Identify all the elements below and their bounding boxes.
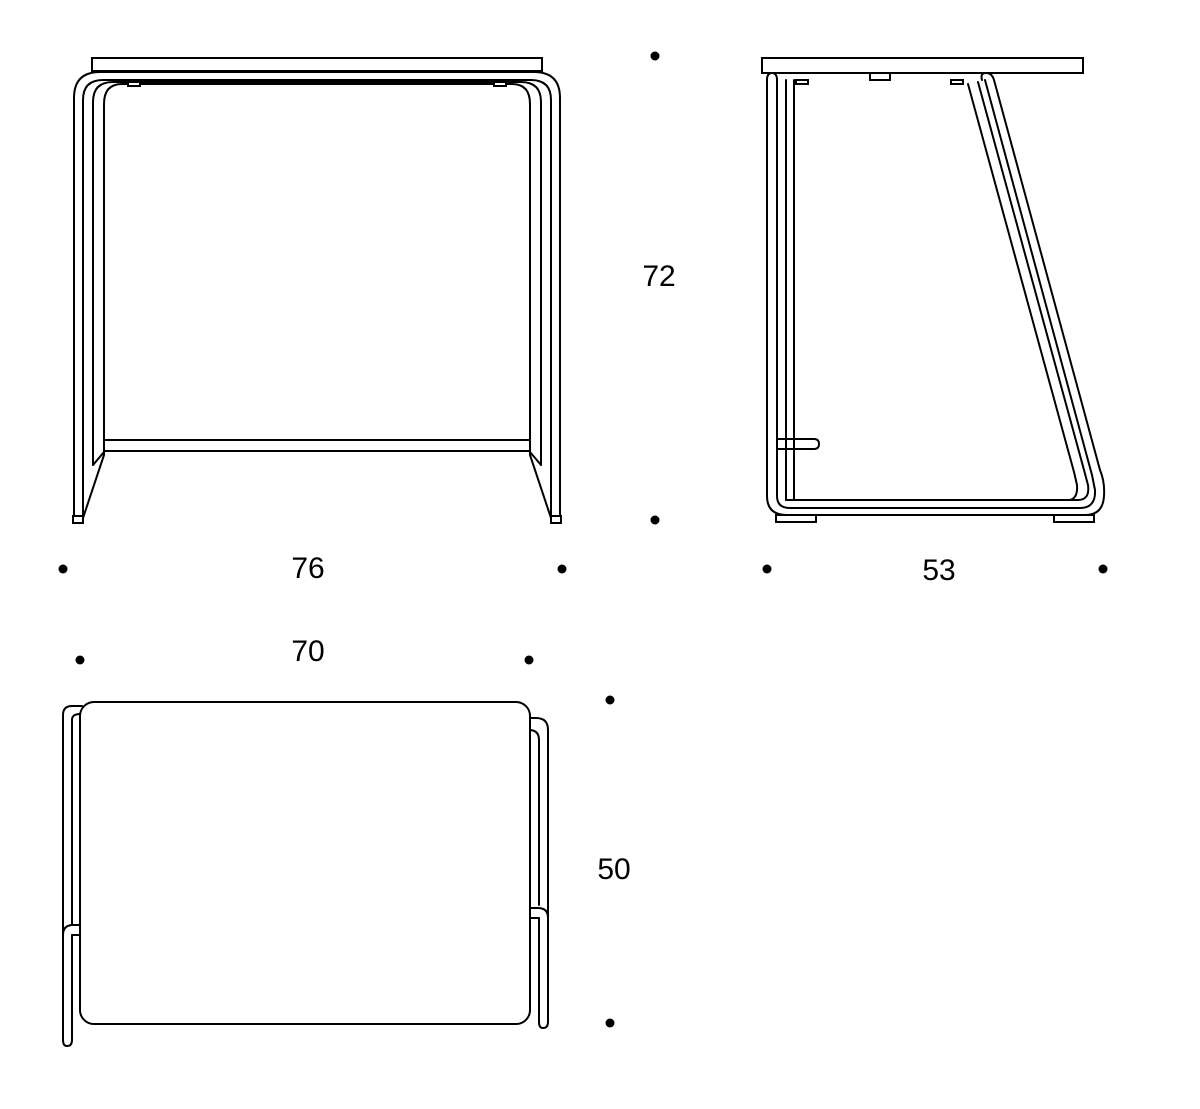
front-clip-left — [127, 81, 141, 87]
side-footrest — [776, 438, 820, 450]
side-rear-leg-inner — [785, 79, 795, 501]
top-depth-dimension: 50 — [597, 695, 631, 1028]
top-depth-label: 50 — [597, 853, 630, 886]
side-tabletop — [761, 57, 1084, 74]
top-right-tube-outer — [527, 717, 549, 1023]
top-width-dimension: 70 — [75, 635, 534, 668]
top-tabletop — [79, 701, 531, 1025]
dim-dot — [650, 51, 660, 61]
front-clip-right — [493, 81, 507, 87]
side-clip-front — [950, 79, 964, 85]
top-left-tube-inner — [71, 713, 81, 926]
side-view — [761, 57, 1106, 523]
dim-dot — [650, 515, 660, 525]
dim-dot — [1098, 564, 1108, 574]
side-base-inner — [785, 81, 1090, 501]
dim-dot — [58, 564, 68, 574]
front-footrest-bar — [103, 439, 531, 452]
front-width-dimension: 76 — [58, 552, 567, 585]
dim-dot — [605, 1018, 615, 1028]
side-foot-rear — [775, 514, 817, 523]
front-frame-inner-2 — [92, 451, 542, 466]
side-clip-rear — [795, 79, 809, 85]
dim-dot — [524, 655, 534, 665]
side-depth-label: 53 — [922, 554, 955, 587]
top-left-tube-outer — [62, 705, 83, 1041]
side-base-middle — [776, 79, 1097, 509]
front-foot-left — [72, 515, 84, 524]
top-right-tube-inner — [538, 917, 549, 1029]
side-rear-leg-outer — [766, 72, 778, 497]
front-frame-outer — [73, 71, 561, 523]
top-width-label: 70 — [291, 635, 324, 668]
front-height-dimension: 72 — [642, 51, 676, 525]
top-left-tube-outer-2 — [62, 934, 73, 1047]
top-view — [62, 701, 549, 1047]
dim-dot — [605, 695, 615, 705]
side-front-leg-inner — [793, 83, 1079, 501]
front-foot-right — [550, 515, 562, 524]
front-view — [72, 57, 562, 524]
side-depth-dimension: 53 — [762, 554, 1108, 587]
front-frame-outer-inner — [82, 79, 552, 519]
dim-dot — [75, 655, 85, 665]
side-foot-front — [1053, 514, 1095, 523]
front-frame-middle — [92, 81, 542, 466]
front-frame-inner — [82, 83, 552, 519]
dim-dot — [762, 564, 772, 574]
front-height-label: 72 — [642, 260, 675, 293]
side-clip — [869, 72, 891, 81]
dim-dot — [557, 564, 567, 574]
front-width-label: 76 — [291, 552, 324, 585]
front-tabletop — [91, 57, 543, 72]
